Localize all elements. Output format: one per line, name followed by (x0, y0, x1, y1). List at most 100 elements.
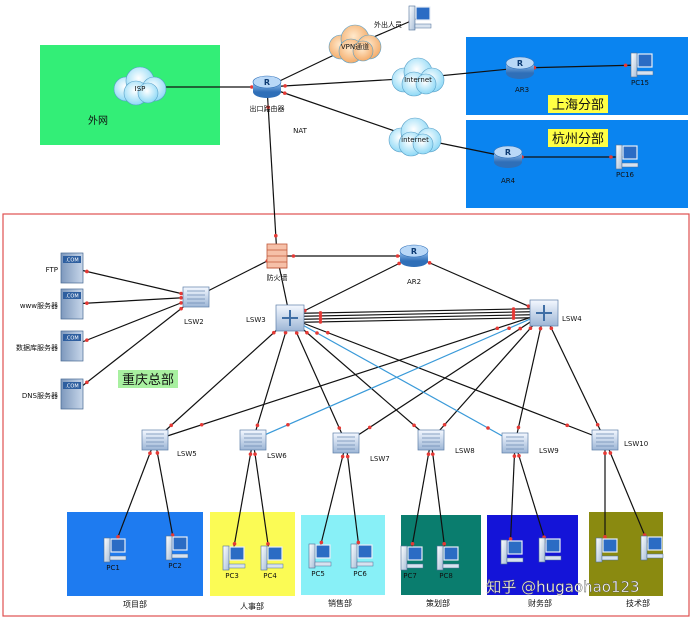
port-dot (283, 330, 288, 335)
watermark: 知乎 @hugaohao123 (486, 578, 639, 596)
pc1-icon (103, 537, 127, 563)
port-dot (426, 452, 431, 456)
lsw2-switch-icon (182, 286, 210, 308)
link-lsw8-pc8 (430, 439, 447, 559)
link-ar3-pc15 (519, 64, 641, 69)
port-dot (179, 296, 183, 300)
pc16-icon (615, 144, 639, 170)
link-lsw8-pc7 (409, 439, 432, 559)
pc6-icon-label: PC6 (353, 570, 367, 578)
link-lsw3-lsw4 (289, 307, 545, 315)
link-lsw3-lsw4 (289, 316, 545, 324)
db-server-icon-label: 数据库服务器 (16, 343, 58, 352)
port-dot (508, 537, 513, 541)
link-fw-lsw2 (195, 255, 278, 298)
internet-cloud-icon-label: Internet (404, 76, 432, 84)
dns-server-icon: .COM (60, 378, 84, 410)
port-dot (397, 261, 401, 266)
dept-label-tech: 技术部 (626, 598, 650, 608)
dept-label-sales: 销售部 (328, 598, 352, 608)
ar2-router-icon-label: AR2 (407, 278, 421, 286)
hangzhou-region-label: 杭州分部 (552, 132, 604, 147)
port-dot (356, 540, 361, 545)
port-dot (199, 422, 204, 427)
port-dot (283, 84, 287, 88)
port-dot (609, 155, 613, 159)
pc5-icon-label: PC5 (311, 570, 325, 578)
port-dot (412, 423, 416, 428)
link-ar2-lsw4 (413, 255, 545, 314)
remote-user-label: 外出人员 (374, 20, 402, 29)
link-lsw7-pc6 (345, 442, 361, 557)
port-dot (318, 320, 323, 324)
router-glyph: R (264, 78, 270, 87)
port-dot (511, 310, 516, 314)
port-dot (179, 291, 183, 296)
network-links (71, 17, 651, 559)
ftp-server-icon-label: FTP (46, 266, 58, 274)
port-dot (367, 425, 372, 430)
lsw3-core-switch-icon (275, 304, 305, 332)
link-lsw4-lsw8 (430, 312, 545, 441)
link-lsw4-lsw9 (514, 312, 545, 444)
lsw9-switch-icon-label: LSW9 (539, 447, 559, 455)
port-dot (549, 326, 554, 331)
server-badge: .COM (65, 336, 78, 342)
port-dot (427, 261, 432, 265)
pc8-icon (436, 545, 460, 571)
internet-cloud-icon: Internet (391, 57, 445, 97)
firewall-label: 防火墙 (267, 273, 288, 282)
pc2-icon (165, 535, 189, 561)
link-lsw7-pc5 (317, 442, 347, 557)
port-dot (337, 426, 342, 430)
port-dot (179, 306, 183, 311)
port-dot (623, 63, 628, 68)
dns-server-icon-label: DNS服务器 (22, 391, 58, 400)
port-dot (518, 326, 523, 331)
pc7-icon (400, 545, 424, 571)
link-lsw4-lsw7 (345, 312, 545, 444)
port-dot (395, 254, 400, 258)
lsw8-switch-icon-label: LSW8 (455, 447, 475, 455)
pc1-icon-label: PC1 (106, 564, 120, 572)
link-ports (85, 19, 647, 546)
pc15-icon (630, 52, 654, 78)
lsw6-switch-icon-label: LSW6 (267, 452, 287, 460)
port-dot (305, 330, 309, 335)
lsw3-core-switch-icon-label: LSW3 (246, 316, 266, 324)
internet-cloud-icon: internet (388, 117, 442, 157)
port-dot (442, 422, 447, 427)
isp-cloud-icon-label: ISP (135, 85, 146, 93)
dept-label-project: 项目部 (123, 599, 147, 609)
lsw4-core-switch-icon-label: LSW4 (562, 315, 582, 323)
server-badge: .COM (65, 384, 78, 390)
lsw4-core-switch-icon (529, 299, 559, 327)
ar2-router-icon: R (399, 244, 429, 267)
port-dot (595, 422, 600, 427)
port-dot (286, 422, 290, 427)
pc16-icon-label: PC16 (616, 171, 635, 179)
pc9-icon (500, 539, 524, 565)
port-dot (512, 454, 517, 458)
firewall-icon (266, 243, 288, 269)
pc4-icon (260, 545, 284, 571)
link-lsw5-pc2 (154, 439, 176, 549)
lsw10-switch-icon-label: LSW10 (624, 440, 648, 448)
port-dot (603, 451, 607, 456)
link-core-inet2 (266, 86, 416, 139)
vpn-cloud-icon-label: VPN通道 (341, 42, 369, 51)
port-dot (179, 301, 183, 305)
pc2-icon-label: PC2 (168, 562, 182, 570)
pc10-icon (538, 537, 562, 563)
port-dot (85, 338, 89, 342)
port-dot (565, 423, 569, 428)
pc4-icon-label: PC4 (263, 572, 277, 580)
port-dot (148, 451, 152, 456)
dept-label-hr: 人事部 (240, 601, 264, 611)
server-badge: .COM (65, 294, 78, 300)
port-dot (85, 380, 89, 385)
port-dot (486, 426, 490, 430)
router-glyph: R (517, 59, 523, 68)
link-lsw9-pc9 (509, 442, 516, 553)
